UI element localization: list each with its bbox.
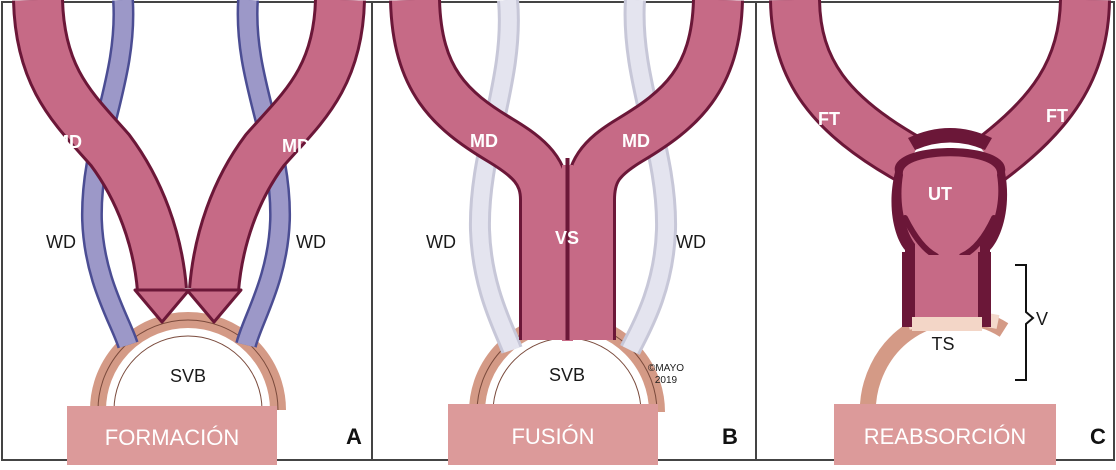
- panel-letter-c: C: [1090, 424, 1106, 449]
- label-md-left-b: MD: [470, 131, 498, 151]
- panel-letter-a: A: [346, 424, 362, 449]
- label-vs-b: VS: [555, 228, 579, 248]
- label-md-right-b: MD: [622, 131, 650, 151]
- panel-letter-b: B: [722, 424, 738, 449]
- copyright-line2-b: 2019: [655, 375, 678, 386]
- label-ts-c: TS: [931, 334, 954, 354]
- panel-c: FT FT UT TS V REABSORCIÓN C: [756, 0, 1114, 465]
- label-md-right-a: MD: [282, 136, 310, 156]
- label-wd-left-b: WD: [426, 232, 456, 252]
- label-md-left-a: MD: [54, 132, 82, 152]
- label-svb-a: SVB: [170, 366, 206, 386]
- label-svb-b: SVB: [549, 365, 585, 385]
- label-wd-right-b: WD: [676, 232, 706, 252]
- vagina-c: [915, 255, 980, 320]
- stage-label-a: FORMACIÓN: [105, 425, 239, 450]
- label-ft-right-c: FT: [1046, 106, 1068, 126]
- copyright-line1-b: ©MAYO: [648, 363, 684, 374]
- panel-a: MD MD WD WD SVB FORMACIÓN A: [2, 0, 372, 465]
- transverse-septum-c: [912, 317, 982, 331]
- panel-b: MD MD VS WD WD SVB ©MAYO 2019 FUSIÓN B: [372, 0, 756, 465]
- label-wd-left-a: WD: [46, 232, 76, 252]
- label-ft-left-c: FT: [818, 109, 840, 129]
- vagina-wall-right-c: [978, 252, 991, 327]
- label-ut-c: UT: [928, 184, 952, 204]
- stage-label-c: REABSORCIÓN: [864, 424, 1027, 449]
- stage-label-b: FUSIÓN: [511, 424, 594, 449]
- label-wd-right-a: WD: [296, 232, 326, 252]
- vagina-wall-left-c: [902, 252, 915, 327]
- label-v-c: V: [1036, 309, 1048, 329]
